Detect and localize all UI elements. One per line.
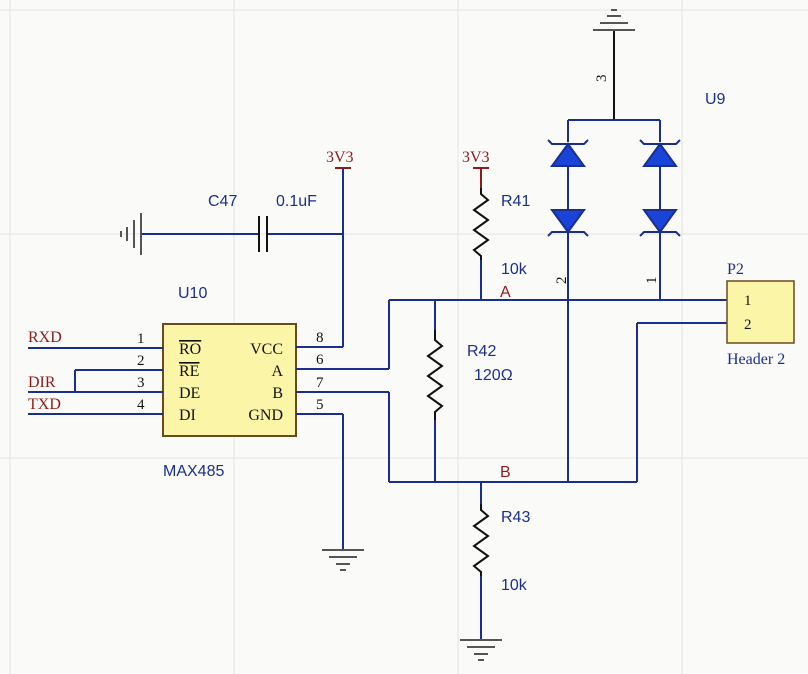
pin-name-ro: RO xyxy=(179,341,201,358)
pin-num-8: 8 xyxy=(316,330,324,346)
pin-num-5: 5 xyxy=(316,397,324,413)
pin-name-gnd: GND xyxy=(248,407,283,424)
header-pin-1: 1 xyxy=(744,293,752,309)
net-label-rxd[interactable]: RXD xyxy=(28,329,62,346)
header-p2[interactable]: P2 1 2 Header 2 xyxy=(726,261,795,368)
tvs-diode-right-top-icon xyxy=(642,142,678,167)
header-designator: P2 xyxy=(727,261,744,278)
pin-num-7: 7 xyxy=(316,375,324,391)
tvs-pin-3: 3 xyxy=(594,75,610,83)
header-name: Header 2 xyxy=(727,351,785,368)
cap-value: 0.1uF xyxy=(276,193,317,210)
ground-tvs-icon xyxy=(593,9,635,31)
power-label-3v3-left: 3V3 xyxy=(326,149,354,166)
tvs-u9[interactable]: 3 2 1 U9 xyxy=(547,9,726,482)
ground-r43-icon xyxy=(460,639,502,661)
pin-name-a: A xyxy=(271,363,283,380)
header-body xyxy=(726,280,795,344)
pin-name-de: DE xyxy=(179,385,200,402)
net-label-b[interactable]: B xyxy=(500,464,511,481)
capacitor-c47-icon xyxy=(258,216,268,252)
tvs-diode-right-bottom-icon xyxy=(642,209,678,234)
resistor-r42-icon xyxy=(426,330,444,420)
r41-designator: R41 xyxy=(501,193,530,210)
tvs-pin-1: 1 xyxy=(644,277,660,285)
pin-num-2: 2 xyxy=(137,353,145,369)
resistor-r41-icon xyxy=(472,188,490,260)
header-pin-2: 2 xyxy=(744,317,752,333)
chip-u10[interactable]: 1 2 3 4 RO RE DE DI VCC A B GND 8 6 7 5 … xyxy=(28,285,389,480)
pin-num-1: 1 xyxy=(137,331,145,347)
ground-cap-icon xyxy=(120,213,142,255)
cap-designator: C47 xyxy=(208,193,237,210)
r43-designator: R43 xyxy=(501,509,530,526)
tvs-diode-left-top-icon xyxy=(550,142,586,167)
net-label-a[interactable]: A xyxy=(500,284,511,301)
tvs-designator: U9 xyxy=(705,91,726,108)
pin-name-b: B xyxy=(272,385,283,402)
pin-num-3: 3 xyxy=(137,375,145,391)
pin-num-4: 4 xyxy=(137,397,145,413)
pin-num-6: 6 xyxy=(316,352,324,368)
power-label-3v3-right: 3V3 xyxy=(462,149,490,166)
chip-part-name: MAX485 xyxy=(163,463,224,480)
chip-body xyxy=(162,323,297,437)
pin-name-re: RE xyxy=(179,363,199,380)
pin-name-di: DI xyxy=(179,407,196,424)
r43-value: 10k xyxy=(501,577,528,594)
pin-name-vcc: VCC xyxy=(250,341,283,358)
net-label-dir[interactable]: DIR xyxy=(28,374,56,391)
tvs-diode-left-bottom-icon xyxy=(550,209,586,234)
r41-value: 10k xyxy=(501,261,528,278)
net-label-txd[interactable]: TXD xyxy=(28,396,61,413)
tvs-pin-2: 2 xyxy=(554,277,570,285)
chip-designator: U10 xyxy=(178,285,207,302)
ground-chip-icon xyxy=(322,549,364,571)
resistor-r43-icon xyxy=(472,504,490,576)
r42-value: 120Ω xyxy=(474,367,513,384)
r42-designator: R42 xyxy=(467,343,496,360)
